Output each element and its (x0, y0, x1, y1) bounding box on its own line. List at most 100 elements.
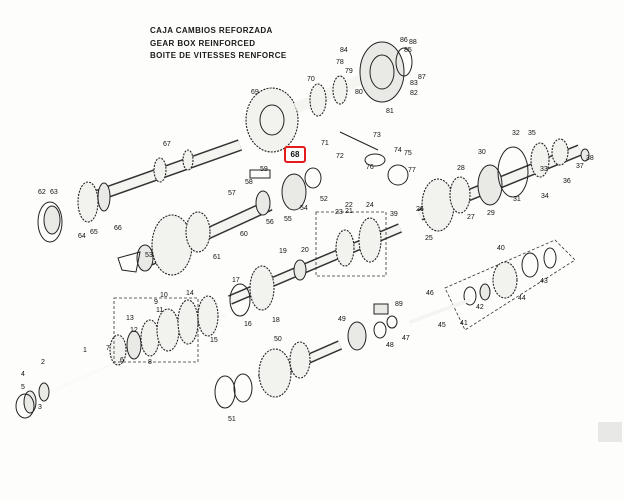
label-26: 26 (416, 206, 424, 213)
label-83: 83 (410, 80, 418, 87)
label-79: 79 (345, 68, 353, 75)
label-38: 38 (586, 155, 594, 162)
label-21: 21 (345, 208, 353, 215)
label-3: 3 (38, 404, 42, 411)
label-31: 31 (513, 196, 521, 203)
label-44: 44 (518, 295, 526, 302)
label-63: 63 (50, 189, 58, 196)
label-49: 49 (338, 316, 346, 323)
label-6: 6 (120, 357, 124, 364)
label-39: 39 (390, 211, 398, 218)
label-9: 9 (154, 299, 158, 306)
upper-cluster-gear (245, 41, 413, 186)
label-24: 24 (366, 202, 374, 209)
label-17: 17 (232, 277, 240, 284)
label-19: 19 (279, 248, 287, 255)
label-20: 20 (301, 247, 309, 254)
label-73: 73 (373, 132, 381, 139)
label-35: 35 (528, 130, 536, 137)
label-86: 86 (400, 37, 408, 44)
label-11: 11 (156, 307, 163, 314)
label-42: 42 (476, 304, 484, 311)
label-55: 55 (284, 216, 292, 223)
label-22: 22 (345, 202, 353, 209)
label-58: 58 (245, 179, 253, 186)
title-french: BOITE DE VITESSES RENFORCE (150, 51, 287, 60)
label-74: 74 (394, 147, 402, 154)
label-46: 46 (426, 290, 434, 297)
label-12: 12 (130, 327, 138, 334)
highlighted-part-number: 68 (290, 150, 300, 159)
label-47: 47 (402, 335, 410, 342)
label-8: 8 (148, 359, 152, 366)
label-54: 54 (300, 205, 308, 212)
label-25: 25 (425, 235, 433, 242)
label-85: 85 (404, 47, 412, 54)
label-87: 87 (418, 74, 426, 81)
label-89: 89 (395, 301, 403, 308)
label-52: 52 (320, 196, 328, 203)
label-59: 59 (260, 166, 268, 173)
label-10: 10 (160, 292, 168, 299)
label-61: 61 (213, 254, 221, 261)
lower-gear-set (214, 303, 398, 409)
label-5: 5 (21, 384, 25, 391)
middle-shaft-assembly (228, 211, 402, 317)
label-14: 14 (186, 290, 194, 297)
label-72: 72 (336, 153, 344, 160)
label-70: 70 (307, 76, 315, 83)
label-45: 45 (438, 322, 446, 329)
label-36: 36 (563, 178, 571, 185)
label-30: 30 (478, 149, 486, 156)
label-33: 33 (540, 166, 548, 173)
label-50: 50 (274, 336, 282, 343)
label-62: 62 (38, 189, 46, 196)
scan-artifact (598, 422, 622, 442)
label-7: 7 (106, 345, 110, 352)
title-spanish: CAJA CAMBIOS REFORZADA (150, 26, 273, 35)
label-40: 40 (497, 245, 505, 252)
label-81: 81 (386, 108, 394, 115)
label-76: 76 (366, 164, 374, 171)
title-block: CAJA CAMBIOS REFORZADA GEAR BOX REINFORC… (150, 25, 287, 63)
part-number-labels: 1 2 3 4 5 6 7 8 9 10 11 12 13 14 15 16 1… (21, 37, 594, 423)
label-77: 77 (408, 167, 416, 174)
label-67: 67 (163, 141, 171, 148)
label-80: 80 (355, 89, 363, 96)
label-71: 71 (321, 140, 329, 147)
input-shaft-assembly (37, 139, 243, 243)
label-29: 29 (487, 210, 495, 217)
label-65: 65 (90, 229, 98, 236)
label-66: 66 (114, 225, 122, 232)
countershaft-assembly (417, 138, 590, 232)
label-53: 53 (145, 252, 153, 259)
title-english: GEAR BOX REINFORCED (150, 38, 256, 48)
label-23: 23 (335, 209, 343, 216)
center-gear-set (117, 167, 322, 276)
label-16: 16 (244, 321, 252, 328)
label-34: 34 (541, 193, 549, 200)
label-15: 15 (210, 337, 218, 344)
label-60: 60 (240, 231, 248, 238)
reverse-gear-assembly (409, 239, 576, 331)
label-13: 13 (126, 315, 134, 322)
label-1: 1 (83, 347, 87, 354)
main-shaft-assembly (15, 295, 226, 419)
label-18: 18 (272, 317, 280, 324)
highlighted-part-callout: 68 (284, 146, 306, 163)
label-28: 28 (457, 165, 465, 172)
label-84: 84 (340, 47, 348, 54)
label-75: 75 (404, 150, 412, 157)
label-88: 88 (409, 39, 417, 46)
label-37: 37 (576, 163, 584, 170)
label-4: 4 (21, 371, 25, 378)
label-82: 82 (410, 90, 418, 97)
label-2: 2 (41, 359, 45, 366)
label-51: 51 (228, 416, 236, 423)
label-64: 64 (78, 233, 86, 240)
label-27: 27 (467, 214, 475, 221)
label-56: 56 (266, 219, 274, 226)
label-32: 32 (512, 130, 520, 137)
